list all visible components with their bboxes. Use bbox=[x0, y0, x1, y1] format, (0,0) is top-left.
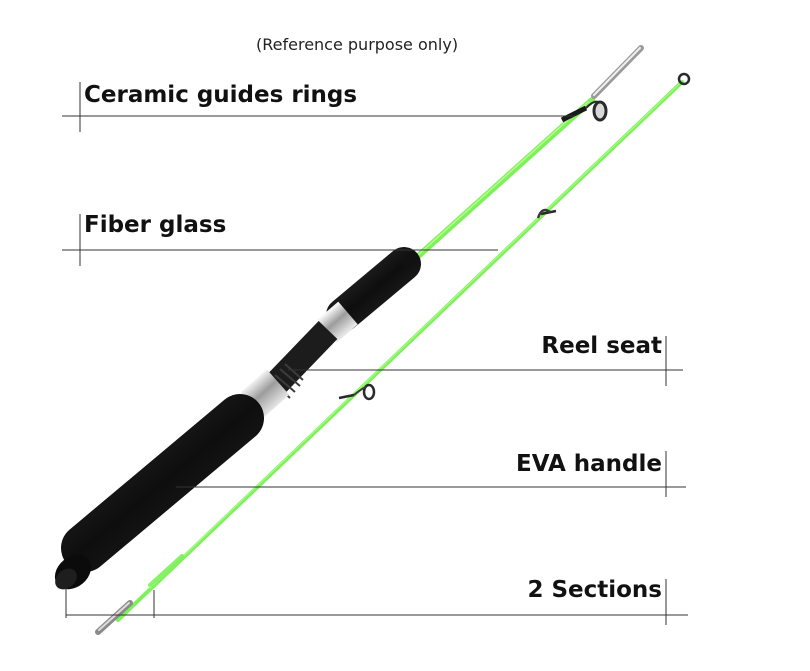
butt-cap bbox=[54, 554, 92, 590]
butt-section-lower-blank bbox=[148, 554, 184, 587]
butt-section-blank bbox=[412, 97, 595, 262]
tip-section-blank bbox=[116, 80, 684, 622]
tip-section bbox=[95, 72, 691, 635]
eva-rear-grip bbox=[61, 394, 264, 572]
reel-seat bbox=[265, 320, 338, 395]
label-fiber-glass: Fiber glass bbox=[84, 212, 227, 238]
reference-caption: (Reference purpose only) bbox=[256, 35, 459, 54]
tip-guide-upper bbox=[536, 208, 557, 219]
label-2-sections: 2 Sections bbox=[527, 577, 662, 603]
tip-guide-lower bbox=[338, 383, 376, 401]
fore-grip bbox=[326, 247, 421, 332]
tip-top-guide bbox=[677, 72, 691, 86]
callout-lines bbox=[62, 82, 688, 625]
label-reel-seat: Reel seat bbox=[541, 333, 662, 359]
tip-section-blank-shine bbox=[149, 82, 681, 589]
label-ceramic-guides-rings: Ceramic guides rings bbox=[84, 82, 358, 108]
butt-section bbox=[54, 45, 644, 590]
label-eva-handle: EVA handle bbox=[516, 451, 662, 477]
ceramic-guide-ring bbox=[560, 100, 608, 123]
reel-seat-hood-upper bbox=[317, 301, 358, 343]
